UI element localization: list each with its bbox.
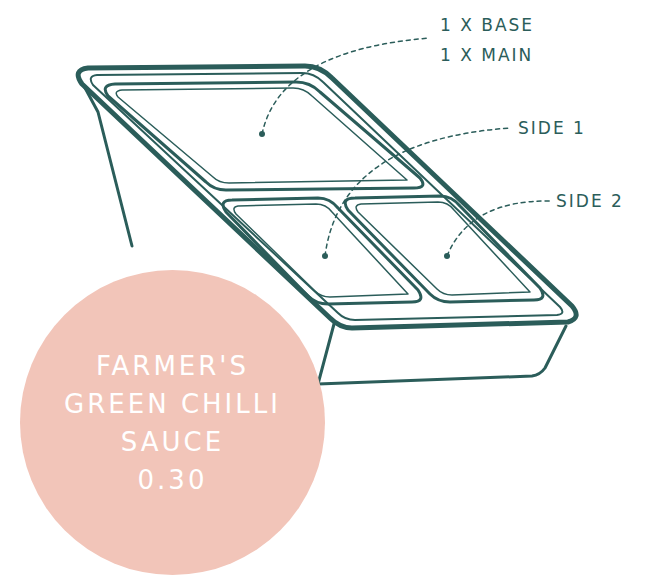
side-1-compartment	[223, 198, 421, 304]
price-text: 0.30	[53, 461, 293, 499]
part-label: SIDE 1	[518, 117, 586, 139]
tray-body-edge	[318, 324, 334, 384]
tray-body-front	[318, 326, 566, 384]
main-compartment	[105, 82, 423, 190]
main-compartment-inner	[116, 88, 407, 183]
price-circle: FARMER'S GREEN CHILLI SAUCE0.30	[20, 270, 325, 575]
side-2-compartment-inner	[356, 202, 530, 295]
leader-dot	[322, 253, 328, 259]
side-2-compartment	[345, 196, 543, 302]
sauce-name: FARMER'S GREEN CHILLI SAUCE	[53, 347, 293, 461]
leader-line	[447, 201, 550, 256]
leader-dot	[444, 253, 450, 259]
part-label: 1 X MAIN	[440, 44, 533, 66]
leader-dot	[259, 131, 265, 137]
leader-line	[262, 38, 430, 134]
side-1-compartment-inner	[234, 204, 408, 297]
part-label: SIDE 2	[556, 190, 624, 212]
leader-line	[325, 128, 510, 256]
part-label: 1 X BASE	[440, 14, 534, 36]
